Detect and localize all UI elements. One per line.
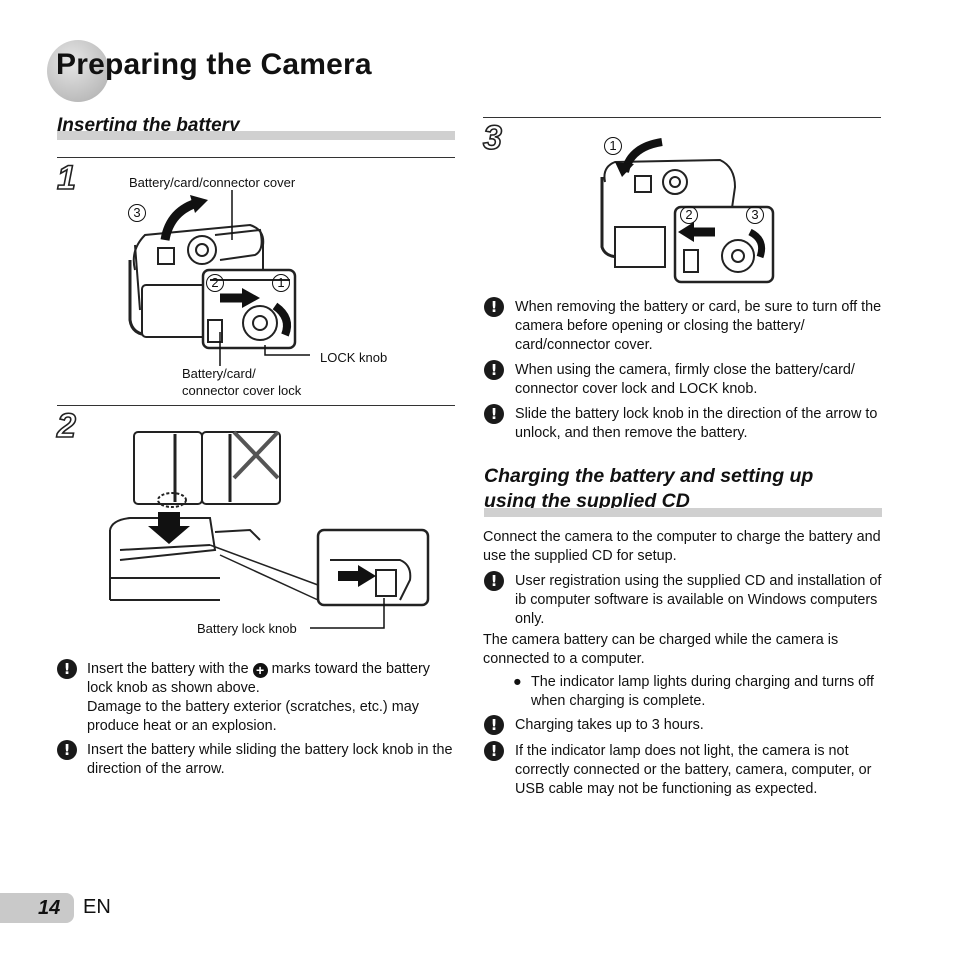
note-registration: User registration using the supplied CD … xyxy=(515,573,882,627)
camera-chapter-icon xyxy=(47,40,109,102)
bullet-icon: ● xyxy=(513,674,522,690)
caution-icon: ! xyxy=(484,297,504,317)
page-title: Preparing the Camera xyxy=(56,48,372,81)
page-number-tab xyxy=(0,893,74,923)
caution-icon: ! xyxy=(484,404,504,424)
step-divider xyxy=(57,405,455,406)
callout-1: 1 xyxy=(272,274,290,292)
section-bar xyxy=(57,131,455,140)
step-number-1: 1 xyxy=(56,159,77,197)
section-bar xyxy=(484,508,882,517)
caution-icon: ! xyxy=(57,740,77,760)
bullet-indicator-lamp: The indicator lamp lights during chargin… xyxy=(531,674,874,709)
para-charging: The camera battery can be charged while … xyxy=(483,632,839,667)
step-number-2: 2 xyxy=(56,407,77,445)
note-charging-time: Charging takes up to 3 hours. xyxy=(515,717,704,733)
step-number-3: 3 xyxy=(482,119,503,157)
note-remove-battery: When removing the battery or card, be su… xyxy=(515,299,882,353)
para-connect: Connect the camera to the computer to ch… xyxy=(483,529,881,564)
callout-3: 3 xyxy=(746,206,764,224)
caution-icon: ! xyxy=(57,659,77,679)
step3-illustration xyxy=(600,138,775,284)
page-number: 14 xyxy=(38,897,61,919)
label-cover-lock-line1: Battery/card/ xyxy=(182,366,256,381)
plus-mark-icon: + xyxy=(252,663,268,678)
label-cover: Battery/card/connector cover xyxy=(129,175,296,190)
label-cover-lock-line2: connector cover lock xyxy=(182,383,302,398)
callout-1: 1 xyxy=(604,137,622,155)
caution-icon: ! xyxy=(484,360,504,380)
note-insert-battery: Insert the battery with the + marks towa… xyxy=(87,661,430,734)
step-divider xyxy=(483,117,881,118)
callout-2: 2 xyxy=(680,206,698,224)
step-divider xyxy=(57,157,455,158)
caution-icon: ! xyxy=(484,715,504,735)
note-slide-lock: Insert the battery while sliding the bat… xyxy=(87,742,453,777)
note-unlock-battery: Slide the battery lock knob in the direc… xyxy=(515,406,878,441)
caution-icon: ! xyxy=(484,571,504,591)
section-heading-charging-line1: Charging the battery and setting up xyxy=(484,465,814,487)
label-lock-knob: LOCK knob xyxy=(320,350,388,365)
callout-3: 3 xyxy=(128,204,146,222)
section-heading-charging-line2: using the supplied CD xyxy=(484,490,690,512)
caution-icon: ! xyxy=(484,741,504,761)
language-code: EN xyxy=(83,896,111,918)
label-battery-lock-knob: Battery lock knob xyxy=(197,621,297,636)
note-lamp-not-lit: If the indicator lamp does not light, th… xyxy=(515,743,872,797)
callout-2: 2 xyxy=(206,274,224,292)
step2-illustration xyxy=(109,430,430,629)
section-heading-inserting-battery: Inserting the battery xyxy=(57,115,240,136)
note-close-cover: When using the camera, firmly close the … xyxy=(515,362,855,397)
